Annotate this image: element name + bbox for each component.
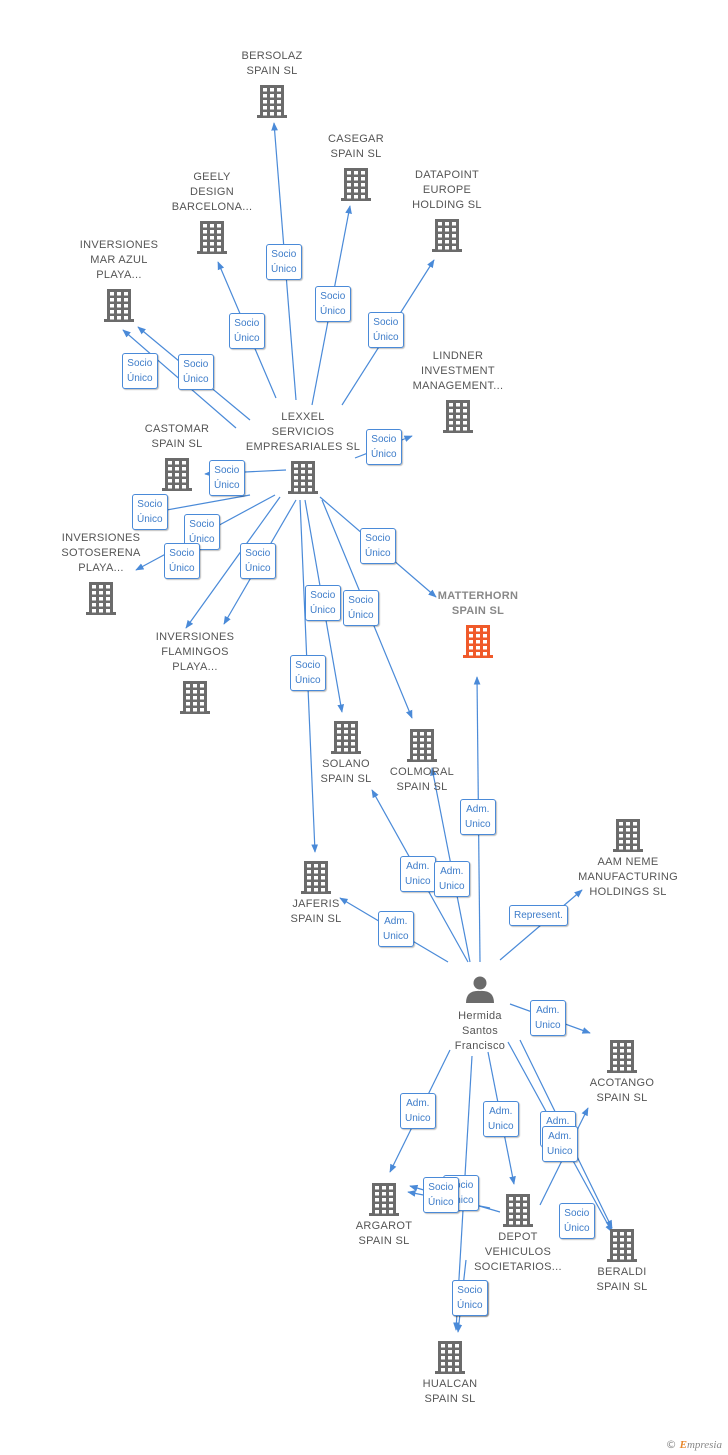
edge-label[interactable]: Socio Único — [229, 313, 265, 349]
building-icon[interactable] — [331, 721, 361, 754]
node-label-datapoint[interactable]: DATAPOINT EUROPE HOLDING SL — [412, 169, 482, 211]
node-label-colmoral[interactable]: COLMORAL SPAIN SL — [389, 766, 455, 793]
building-icon[interactable] — [503, 1194, 533, 1227]
node-label-marazul[interactable]: INVERSIONES MAR AZUL PLAYA... — [79, 239, 159, 281]
edge-lexxel-flamingos — [185, 496, 281, 629]
node-label-acotango[interactable]: ACOTANGO SPAIN SL — [589, 1077, 655, 1104]
edge-label[interactable]: Socio Único — [290, 655, 326, 691]
building-icon[interactable] — [607, 1229, 637, 1262]
building-icon[interactable] — [369, 1183, 399, 1216]
building-icon[interactable] — [432, 219, 462, 252]
nodes-layer — [86, 85, 643, 1374]
edge-label[interactable]: Socio Único — [178, 354, 214, 390]
building-icon[interactable] — [613, 819, 643, 852]
building-icon[interactable] — [301, 861, 331, 894]
node-label-hermida[interactable]: Hermida Santos Francisco — [454, 1010, 506, 1052]
edge-label[interactable]: Adm. Unico — [434, 861, 470, 897]
edge-label[interactable]: Adm. Unico — [400, 856, 436, 892]
edge-label[interactable]: Socio Único — [164, 543, 200, 579]
node-label-sotoserena[interactable]: INVERSIONES SOTOSERENA PLAYA... — [61, 532, 141, 574]
building-icon[interactable] — [607, 1040, 637, 1073]
building-icon[interactable] — [463, 625, 493, 658]
edge-label[interactable]: Socio Único — [315, 286, 351, 322]
node-label-aamneme[interactable]: AAM NEME MANUFACTURING HOLDINGS SL — [578, 856, 678, 898]
node-label-solano[interactable]: SOLANO SPAIN SL — [320, 758, 372, 785]
edge-label[interactable]: Socio Único — [266, 244, 302, 280]
node-label-castomar[interactable]: CASTOMAR SPAIN SL — [144, 423, 210, 450]
edge-label[interactable]: Socio Único — [559, 1203, 595, 1239]
building-icon[interactable] — [407, 729, 437, 762]
edge-label[interactable]: Socio Único — [368, 312, 404, 348]
edge-label[interactable]: Socio Único — [423, 1177, 459, 1213]
building-icon[interactable] — [104, 289, 134, 322]
person-icon[interactable] — [466, 976, 494, 1004]
edge-label[interactable]: Adm. Unico — [378, 911, 414, 947]
brand-name: mpresia — [686, 1439, 722, 1451]
node-label-lindner[interactable]: LINDNER INVESTMENT MANAGEMENT... — [412, 350, 504, 392]
building-icon[interactable] — [86, 582, 116, 615]
node-label-casegar[interactable]: CASEGAR SPAIN SL — [328, 133, 384, 160]
node-label-argarot[interactable]: ARGAROT SPAIN SL — [355, 1220, 413, 1247]
building-icon[interactable] — [257, 85, 287, 118]
edge-label[interactable]: Socio Único — [360, 528, 396, 564]
edge-label[interactable]: Adm. Unico — [530, 1000, 566, 1036]
edge-label[interactable]: Adm. Unico — [483, 1101, 519, 1137]
node-label-geely[interactable]: GEELY DESIGN BARCELONA... — [171, 171, 253, 213]
building-icon[interactable] — [180, 681, 210, 714]
edge-label[interactable]: Represent. — [509, 905, 568, 926]
building-icon[interactable] — [288, 461, 318, 494]
node-label-jaferis[interactable]: JAFERIS SPAIN SL — [290, 898, 342, 925]
node-label-flamingos[interactable]: INVERSIONES FLAMINGOS PLAYA... — [155, 631, 235, 673]
edges-layer — [122, 122, 613, 1333]
edge-label[interactable]: Socio Único — [366, 429, 402, 465]
edge-label[interactable]: Socio Único — [452, 1280, 488, 1316]
building-icon[interactable] — [443, 400, 473, 433]
node-label-beraldi[interactable]: BERALDI SPAIN SL — [596, 1266, 648, 1293]
node-label-lexxel[interactable]: LEXXEL SERVICIOS EMPRESARIALES SL — [245, 411, 361, 453]
empresia-credit[interactable]: ©Empresia — [666, 1438, 722, 1451]
copyright-icon: © — [665, 1438, 677, 1451]
node-label-matterhorn[interactable]: MATTERHORN SPAIN SL — [437, 590, 519, 617]
edge-label[interactable]: Socio Único — [122, 353, 158, 389]
edge-label[interactable]: Socio Único — [305, 585, 341, 621]
edge-label[interactable]: Socio Único — [240, 543, 276, 579]
building-icon[interactable] — [341, 168, 371, 201]
edge-label[interactable]: Adm. Unico — [542, 1126, 578, 1162]
node-label-bersolaz[interactable]: BERSOLAZ SPAIN SL — [241, 50, 303, 77]
brand-initial: E — [679, 1439, 687, 1451]
edge-label[interactable]: Socio Único — [209, 460, 245, 496]
edge-label[interactable]: Socio Único — [343, 590, 379, 626]
edge-label[interactable]: Adm. Unico — [400, 1093, 436, 1129]
building-icon[interactable] — [435, 1341, 465, 1374]
building-icon[interactable] — [197, 221, 227, 254]
node-label-hualcan[interactable]: HUALCAN SPAIN SL — [422, 1378, 478, 1405]
edge-label[interactable]: Adm. Unico — [460, 799, 496, 835]
building-icon[interactable] — [162, 458, 192, 491]
edge-label[interactable]: Socio Único — [132, 494, 168, 530]
node-label-depot[interactable]: DEPOT VEHICULOS SOCIETARIOS... — [474, 1231, 562, 1273]
